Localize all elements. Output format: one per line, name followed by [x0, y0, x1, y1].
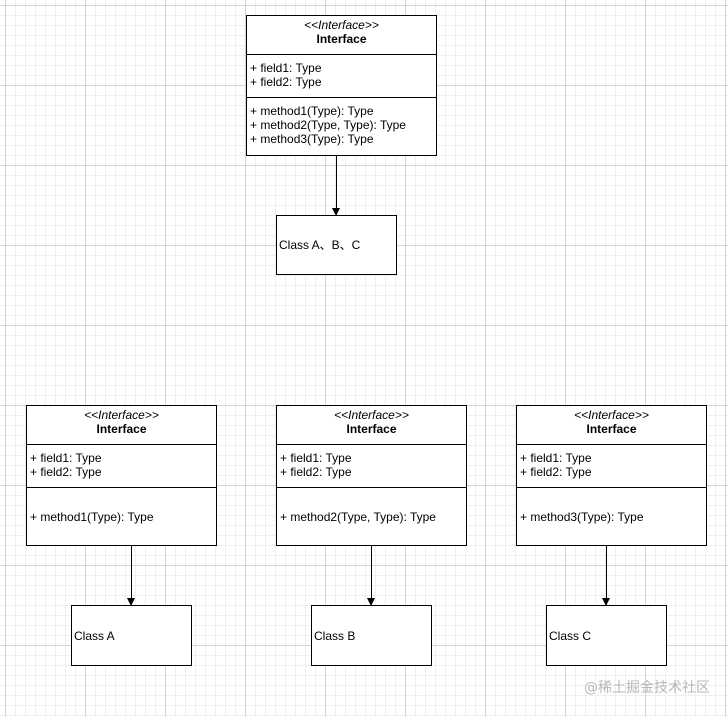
method-row: + method1(Type): Type [250, 104, 374, 118]
interface-header: <<Interface>> Interface [517, 406, 706, 445]
class-box-a[interactable]: Class A [71, 605, 192, 666]
stereotype-label: <<Interface>> [574, 408, 649, 422]
arrowhead [602, 598, 610, 606]
interface-header: <<Interface>> Interface [27, 406, 216, 445]
methods-section: + method3(Type): Type [517, 488, 706, 524]
class-label: Class A [74, 628, 115, 643]
arrowhead [127, 598, 135, 606]
methods-section: + method1(Type): Type + method2(Type, Ty… [247, 98, 436, 146]
interface-header: <<Interface>> Interface [247, 16, 436, 55]
interface-name: Interface [316, 32, 367, 46]
arrowhead [332, 208, 340, 216]
interface-box-top[interactable]: <<Interface>> Interface + field1: Type +… [246, 15, 437, 156]
field-row: + field1: Type [250, 61, 322, 75]
method-row: + method2(Type, Type): Type [280, 510, 436, 524]
field-row: + field2: Type [280, 465, 352, 479]
fields-section: + field1: Type + field2: Type [27, 445, 216, 488]
fields-section: + field1: Type + field2: Type [247, 55, 436, 98]
method-row: + method1(Type): Type [30, 510, 154, 524]
arrowhead [367, 598, 375, 606]
interface-box-2[interactable]: <<Interface>> Interface + field1: Type +… [276, 405, 467, 546]
method-row: + method2(Type, Type): Type [250, 118, 406, 132]
arrow-1 [127, 546, 135, 606]
interface-name: Interface [586, 422, 637, 436]
fields-section: + field1: Type + field2: Type [277, 445, 466, 488]
class-label: Class A、B、C [279, 238, 361, 252]
stereotype-label: <<Interface>> [334, 408, 409, 422]
stereotype-label: <<Interface>> [84, 408, 159, 422]
arrow-2 [367, 546, 375, 606]
stereotype-label: <<Interface>> [304, 18, 379, 32]
field-row: + field1: Type [520, 451, 592, 465]
interface-name: Interface [346, 422, 397, 436]
class-box-c[interactable]: Class C [546, 605, 667, 666]
field-row: + field1: Type [30, 451, 102, 465]
field-row: + field1: Type [280, 451, 352, 465]
interface-name: Interface [96, 422, 147, 436]
class-label: Class B [314, 628, 356, 643]
interface-box-3[interactable]: <<Interface>> Interface + field1: Type +… [516, 405, 707, 546]
field-row: + field2: Type [520, 465, 592, 479]
interface-header: <<Interface>> Interface [277, 406, 466, 445]
methods-section: + method1(Type): Type [27, 488, 216, 524]
field-row: + field2: Type [250, 75, 322, 89]
class-label: Class C [549, 628, 592, 643]
class-box-b[interactable]: Class B [311, 605, 432, 666]
interface-box-1[interactable]: <<Interface>> Interface + field1: Type +… [26, 405, 217, 546]
method-row: + method3(Type): Type [520, 510, 644, 524]
arrow-top [332, 156, 340, 216]
watermark-text: @稀土掘金技术社区 [584, 680, 710, 696]
field-row: + field2: Type [30, 465, 102, 479]
method-row: + method3(Type): Type [250, 132, 374, 146]
class-box-abc[interactable]: Class A、B、C [276, 215, 397, 275]
methods-section: + method2(Type, Type): Type [277, 488, 466, 524]
fields-section: + field1: Type + field2: Type [517, 445, 706, 488]
arrow-3 [602, 546, 610, 606]
